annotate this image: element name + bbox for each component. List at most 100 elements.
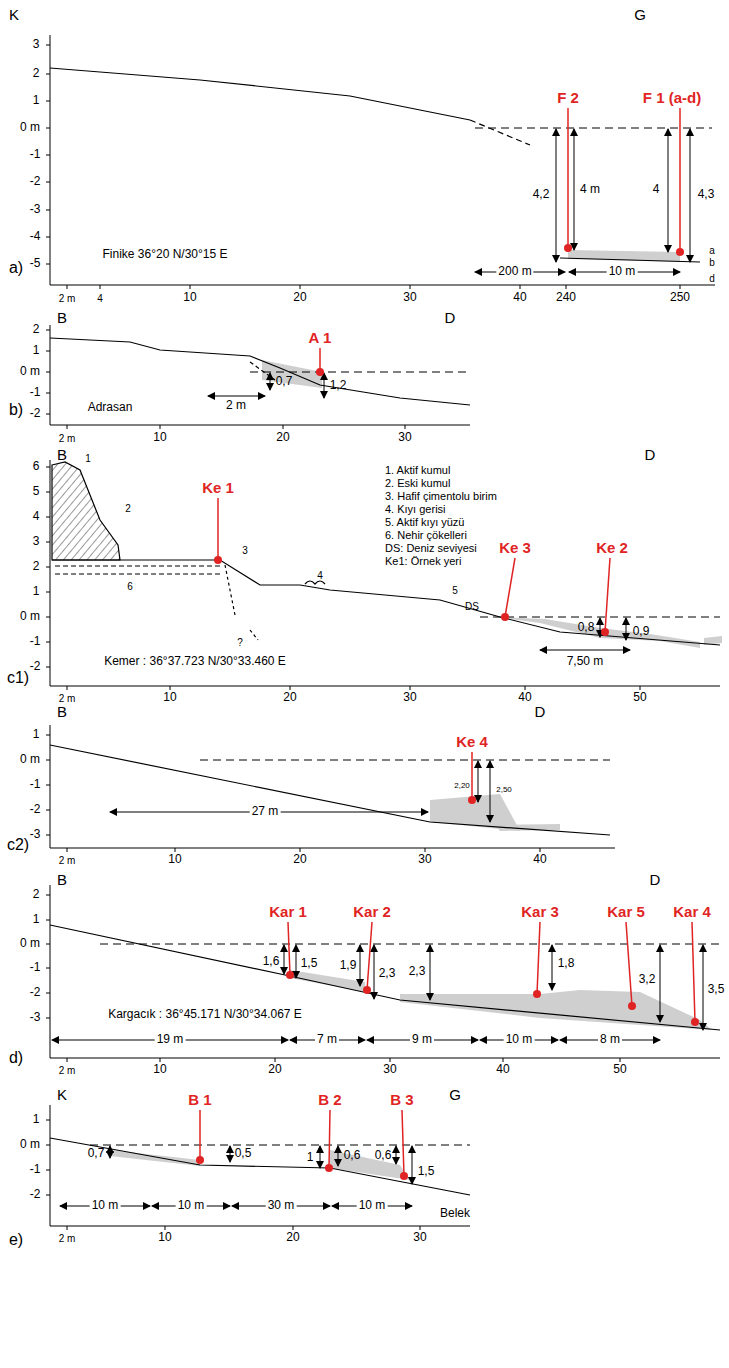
direction-letter: G xyxy=(449,1087,461,1104)
text-label: 0 m xyxy=(20,365,40,378)
text-label: 0 m xyxy=(20,1138,40,1151)
text-label: 1 xyxy=(33,344,40,357)
text-label: -3 xyxy=(30,203,41,216)
text-label: Finike 36°20 N/30°15 E xyxy=(102,248,227,261)
text-label: 40 xyxy=(496,1063,509,1076)
panel-letter: c2) xyxy=(7,836,29,854)
direction-letter: D xyxy=(645,447,656,464)
text-label: 3 xyxy=(33,38,40,51)
legend-entry: 1. Aktif kumul xyxy=(385,464,450,476)
distance-label: 10 m xyxy=(176,1199,207,1212)
tick-label: ? xyxy=(237,637,243,648)
text-label: 20 xyxy=(268,1063,281,1076)
text-label: Belek xyxy=(440,1207,470,1220)
text-label: 10 xyxy=(163,691,176,704)
tick-label: a xyxy=(709,245,715,256)
panel-letter: e) xyxy=(9,1231,23,1249)
tick-label: 1 xyxy=(85,453,91,464)
text-label: 20 xyxy=(283,691,296,704)
text-label: 20 xyxy=(293,291,306,304)
depth-label: 2,50 xyxy=(496,786,512,795)
tick-label: 3 xyxy=(242,545,248,556)
sample-label: B 3 xyxy=(390,1092,413,1109)
tick-label: 5 xyxy=(452,585,458,596)
sea-level-lines xyxy=(90,128,720,1145)
tick-label: DS xyxy=(465,601,479,612)
distance-label: 9 m xyxy=(410,1033,434,1046)
text-label: Adrasan xyxy=(88,401,133,414)
text-label: 0 m xyxy=(20,753,40,766)
sample-points xyxy=(196,244,699,1180)
text-label: 240 xyxy=(556,291,576,304)
text-label: 0,7 xyxy=(88,1147,105,1160)
sample-label: Kar 2 xyxy=(353,904,391,921)
sample-label: A 1 xyxy=(309,330,332,347)
text-label: 3,2 xyxy=(639,973,656,986)
text-label: 4,3 xyxy=(698,188,715,201)
text-label: 6 xyxy=(33,460,40,473)
distance-label: 10 m xyxy=(504,1033,535,1046)
direction-letter: D xyxy=(650,872,661,889)
direction-letter: B xyxy=(57,872,67,889)
text-label: 3 xyxy=(33,535,40,548)
text-label: -5 xyxy=(30,257,41,270)
text-label: 4 m xyxy=(580,183,600,196)
text-label: 2,3 xyxy=(409,965,426,978)
tick-label: 6 xyxy=(127,581,133,592)
text-label: -3 xyxy=(30,1011,41,1024)
text-label: -1 xyxy=(30,148,41,161)
text-label: 1,9 xyxy=(340,959,357,972)
panel-letter: b) xyxy=(9,401,23,419)
distance-label: 10 m xyxy=(357,1199,388,1212)
text-label: 40 xyxy=(513,291,526,304)
text-label: 50 xyxy=(633,691,646,704)
distance-label: 7 m xyxy=(315,1033,339,1046)
direction-letter: B xyxy=(57,310,67,327)
legend-entry: DS: Deniz seviyesi xyxy=(385,542,477,554)
tick-label: 2 m xyxy=(59,855,76,866)
text-label: 10 xyxy=(183,291,196,304)
text-label: -2 xyxy=(30,660,41,673)
direction-letter: K xyxy=(9,7,19,24)
distance-label: 30 m xyxy=(266,1199,297,1212)
direction-letter: D xyxy=(535,704,546,721)
tick-label: 2 xyxy=(125,503,131,514)
sample-label: F 2 xyxy=(557,90,579,107)
tick-label: 2 m xyxy=(59,433,76,444)
panel-letter: d) xyxy=(9,1049,23,1067)
sample-label: Kar 1 xyxy=(269,904,307,921)
text-label: 0,6 xyxy=(344,1149,361,1162)
sample-label: Kar 3 xyxy=(521,904,559,921)
distance-label: 19 m xyxy=(155,1033,186,1046)
text-label: 30 xyxy=(413,1231,426,1244)
sample-label: B 2 xyxy=(318,1092,341,1109)
direction-letter: K xyxy=(57,1087,67,1104)
direction-letter: B xyxy=(57,447,67,464)
text-label: -1 xyxy=(30,386,41,399)
text-label: -2 xyxy=(30,1188,41,1201)
terrain-profiles xyxy=(50,68,720,1195)
text-label: 0 m xyxy=(20,610,40,623)
text-label: 5 xyxy=(33,485,40,498)
text-label: 0,6 xyxy=(375,1149,392,1162)
text-label: 10 xyxy=(153,1063,166,1076)
sample-label: Kar 4 xyxy=(673,904,711,921)
text-label: 30 xyxy=(383,1063,396,1076)
text-label: 0 m xyxy=(20,937,40,950)
dimension-arrows xyxy=(52,129,703,1206)
direction-letter: G xyxy=(634,7,646,24)
distance-label: 10 m xyxy=(90,1199,121,1212)
distance-label: 10 m xyxy=(607,265,638,278)
sample-label: Kar 5 xyxy=(607,904,645,921)
text-label: 2 xyxy=(33,888,40,901)
text-label: 2 m xyxy=(226,399,246,412)
text-label: 2 xyxy=(33,67,40,80)
text-label: 1 xyxy=(33,728,40,741)
text-label: 10 xyxy=(153,431,166,444)
text-label: 4 xyxy=(33,510,40,523)
text-label: Kargacık : 36°45.171 N/30°34.067 E xyxy=(108,1008,302,1021)
tick-label: 4 xyxy=(97,293,103,304)
legend-entry: 6. Nehir çökelleri xyxy=(385,529,467,541)
text-label: 0,8 xyxy=(578,621,595,634)
sample-label: Ke 2 xyxy=(596,540,628,557)
